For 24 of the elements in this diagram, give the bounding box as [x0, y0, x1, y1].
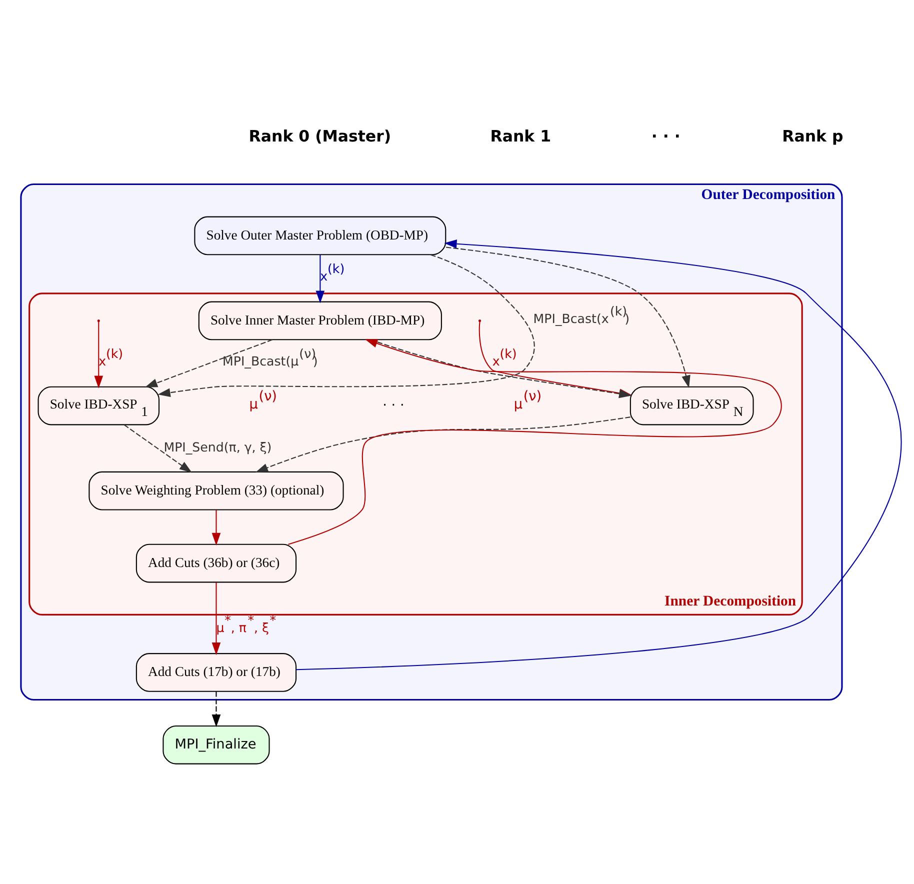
label: Rank 0 (Master) [248, 126, 392, 146]
node-box: Solve Weighting Problem (33) (optional) [88, 471, 344, 510]
arrow [255, 416, 630, 473]
arrow [316, 254, 325, 304]
arrow [124, 424, 192, 473]
node-box: Add Cuts (36b) or (36c) [136, 544, 297, 583]
label: Rank p [782, 126, 844, 146]
label: · · · [382, 397, 404, 414]
arrow [446, 246, 690, 388]
edge-label: MPI_Send(π, γ, ξ) [164, 440, 272, 455]
arrow [212, 692, 221, 728]
arrow [288, 339, 782, 545]
arrow [94, 322, 104, 388]
label: · · · [651, 126, 680, 146]
node-box: Solve Inner Master Problem (IBD-MP) [198, 301, 442, 340]
node-box: Solve Outer Master Problem (OBD-MP) [194, 216, 446, 256]
arrow [212, 510, 221, 546]
arrow [212, 582, 221, 656]
arrow [158, 254, 535, 398]
arrow [296, 240, 902, 670]
arrow [144, 339, 273, 388]
label: Rank 1 [490, 126, 552, 146]
node-box: Add Cuts (17b) or (17b) [136, 653, 297, 692]
node-box: MPI_Finalize [162, 725, 270, 764]
